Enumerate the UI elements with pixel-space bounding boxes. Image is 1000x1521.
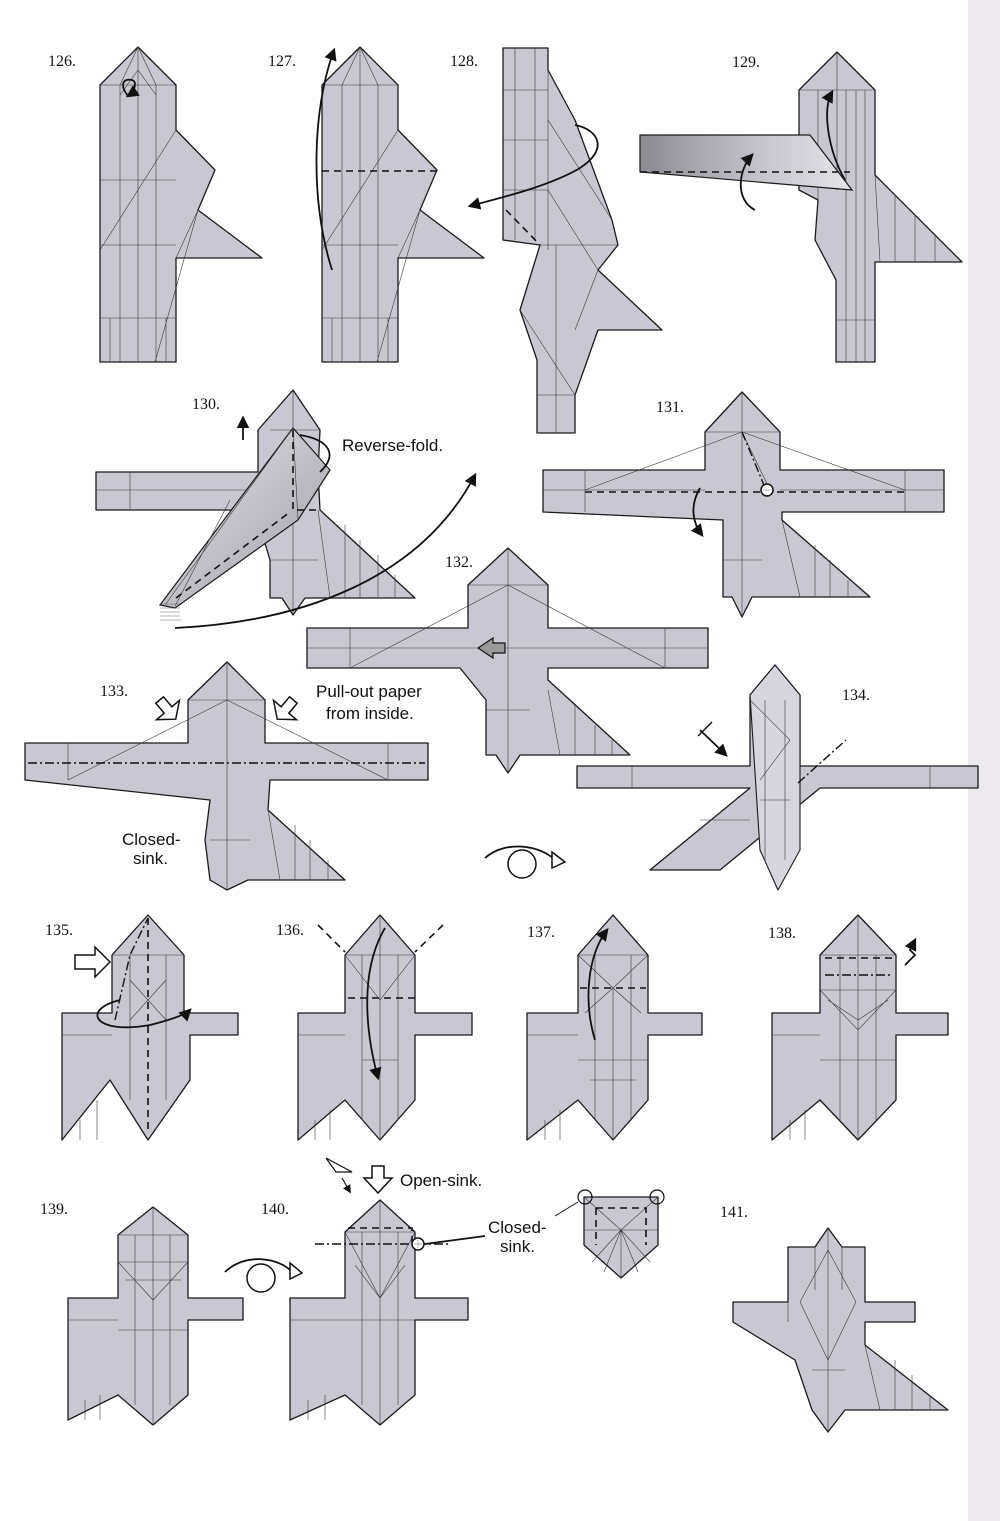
step-139-figure: 139.: [40, 1201, 244, 1426]
turn-over-icon: [224, 1258, 304, 1293]
step-number: 131.: [656, 399, 684, 416]
step-number: 132.: [445, 554, 473, 571]
open-sink-label: Open-sink.: [400, 1171, 482, 1190]
closed-sink-detail-inset: [554, 1189, 665, 1279]
step-number: 137.: [527, 924, 555, 941]
page-edge-shadow: [968, 0, 1000, 1521]
pull-out-label-line1: Pull-out paper: [316, 682, 422, 701]
step-number: 129.: [732, 54, 760, 71]
closed-sink-label-line1: Closed-: [122, 830, 181, 849]
step-number: 133.: [100, 683, 128, 700]
step-number: 130.: [192, 396, 220, 413]
step-number: 136.: [276, 922, 304, 939]
pull-out-label-line2: from inside.: [326, 704, 414, 723]
step-138-figure: 138.: [768, 914, 949, 1141]
turn-over-icon: [484, 845, 567, 879]
step-number: 126.: [48, 53, 76, 70]
reverse-fold-label: Reverse-fold.: [342, 436, 443, 455]
pleat-icon: [325, 1157, 353, 1173]
closed-sink-label-line2: sink.: [500, 1237, 535, 1256]
step-number: 138.: [768, 925, 796, 942]
step-number: 140.: [261, 1201, 289, 1218]
step-135-figure: 135.: [45, 914, 239, 1141]
push-arrow-icon: [476, 636, 506, 660]
closed-sink-label-line2: sink.: [133, 849, 168, 868]
push-arrow-icon: [74, 945, 112, 979]
step-number: 141.: [720, 1204, 748, 1221]
step-133-figure: 133. Closed- sink.: [24, 661, 429, 891]
step-number: 128.: [450, 53, 478, 70]
step-126-figure: 126.: [48, 46, 263, 363]
step-130-figure: 130. Reverse-fold.: [95, 389, 477, 629]
step-128-figure: 128.: [450, 47, 663, 434]
step-132-figure: 132. Pull-out paper from inside.: [306, 547, 709, 774]
push-arrow-icon: [272, 695, 299, 721]
step-number: 135.: [45, 922, 73, 939]
closed-sink-label-line1: Closed-: [488, 1218, 547, 1237]
push-arrow-icon: [154, 695, 181, 721]
step-140-figure: 140. Open-sink. Closed- sink.: [261, 1157, 547, 1426]
step-129-figure: 129.: [639, 51, 963, 363]
step-141-figure: 141.: [720, 1204, 949, 1433]
step-number: 139.: [40, 1201, 68, 1218]
step-137-figure: 137.: [526, 914, 703, 1141]
step-134-figure: 134.: [576, 664, 979, 891]
step-127-figure: 127.: [268, 46, 485, 363]
step-136-figure: 136.: [276, 914, 473, 1141]
push-arrow-icon: [362, 1165, 394, 1195]
step-number: 127.: [268, 53, 296, 70]
step-131-figure: 131.: [542, 391, 945, 618]
step-number: 134.: [842, 687, 870, 704]
